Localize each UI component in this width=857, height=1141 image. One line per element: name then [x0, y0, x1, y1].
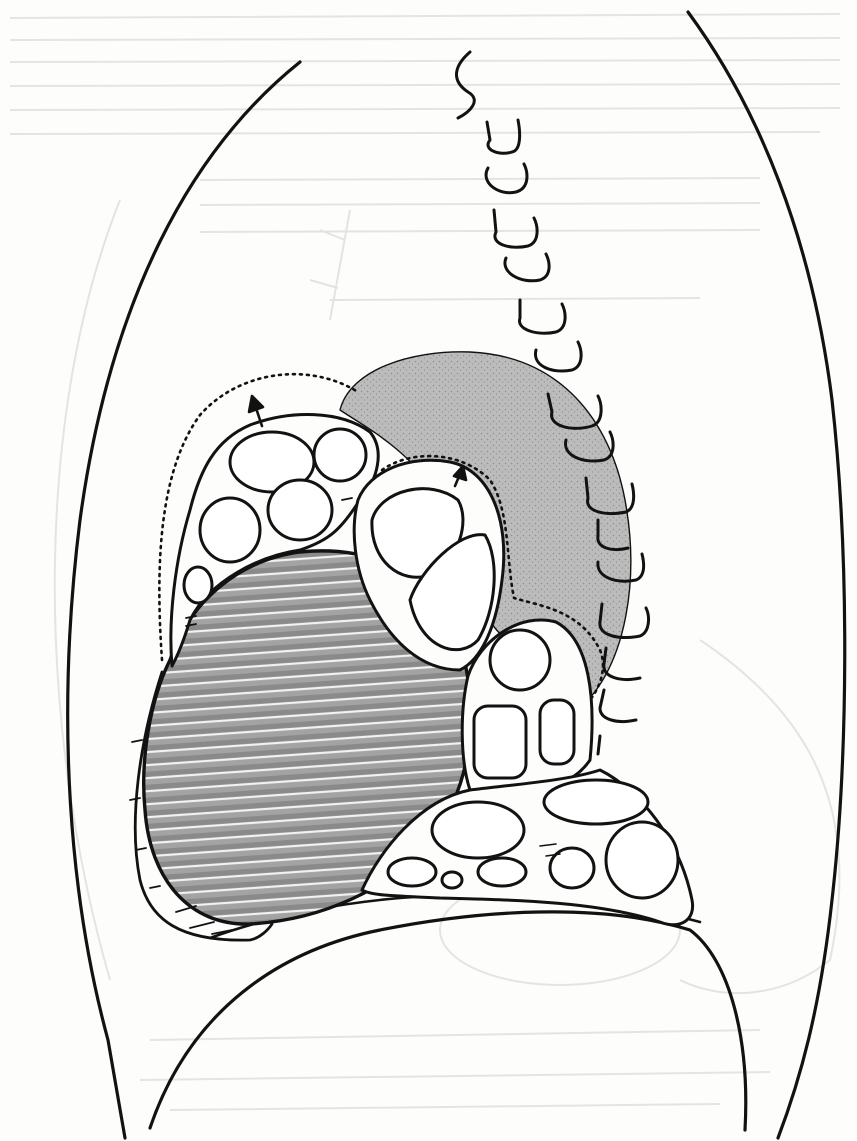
loop — [478, 858, 526, 886]
loop — [388, 858, 436, 886]
bleed-through-text-lines — [10, 14, 840, 300]
loop — [314, 429, 366, 481]
loop — [442, 872, 462, 888]
arrow-head — [249, 396, 263, 412]
loop — [184, 567, 212, 603]
loop — [200, 498, 260, 562]
ink-drawing — [68, 12, 845, 1138]
bleed-through-spine-ghost — [310, 210, 350, 320]
bleed-through-outline-left — [55, 200, 120, 980]
posterior-chest-wall — [688, 12, 845, 1138]
loop — [544, 780, 648, 824]
loop — [474, 706, 526, 778]
loop — [432, 802, 524, 858]
loop — [540, 700, 574, 764]
loop — [268, 480, 332, 540]
bleed-through-outline-right — [680, 640, 840, 993]
loop — [606, 822, 678, 898]
diaphragm-dome — [150, 912, 746, 1130]
bleed-through-bottom-lines — [140, 1030, 770, 1110]
loop — [490, 630, 550, 690]
